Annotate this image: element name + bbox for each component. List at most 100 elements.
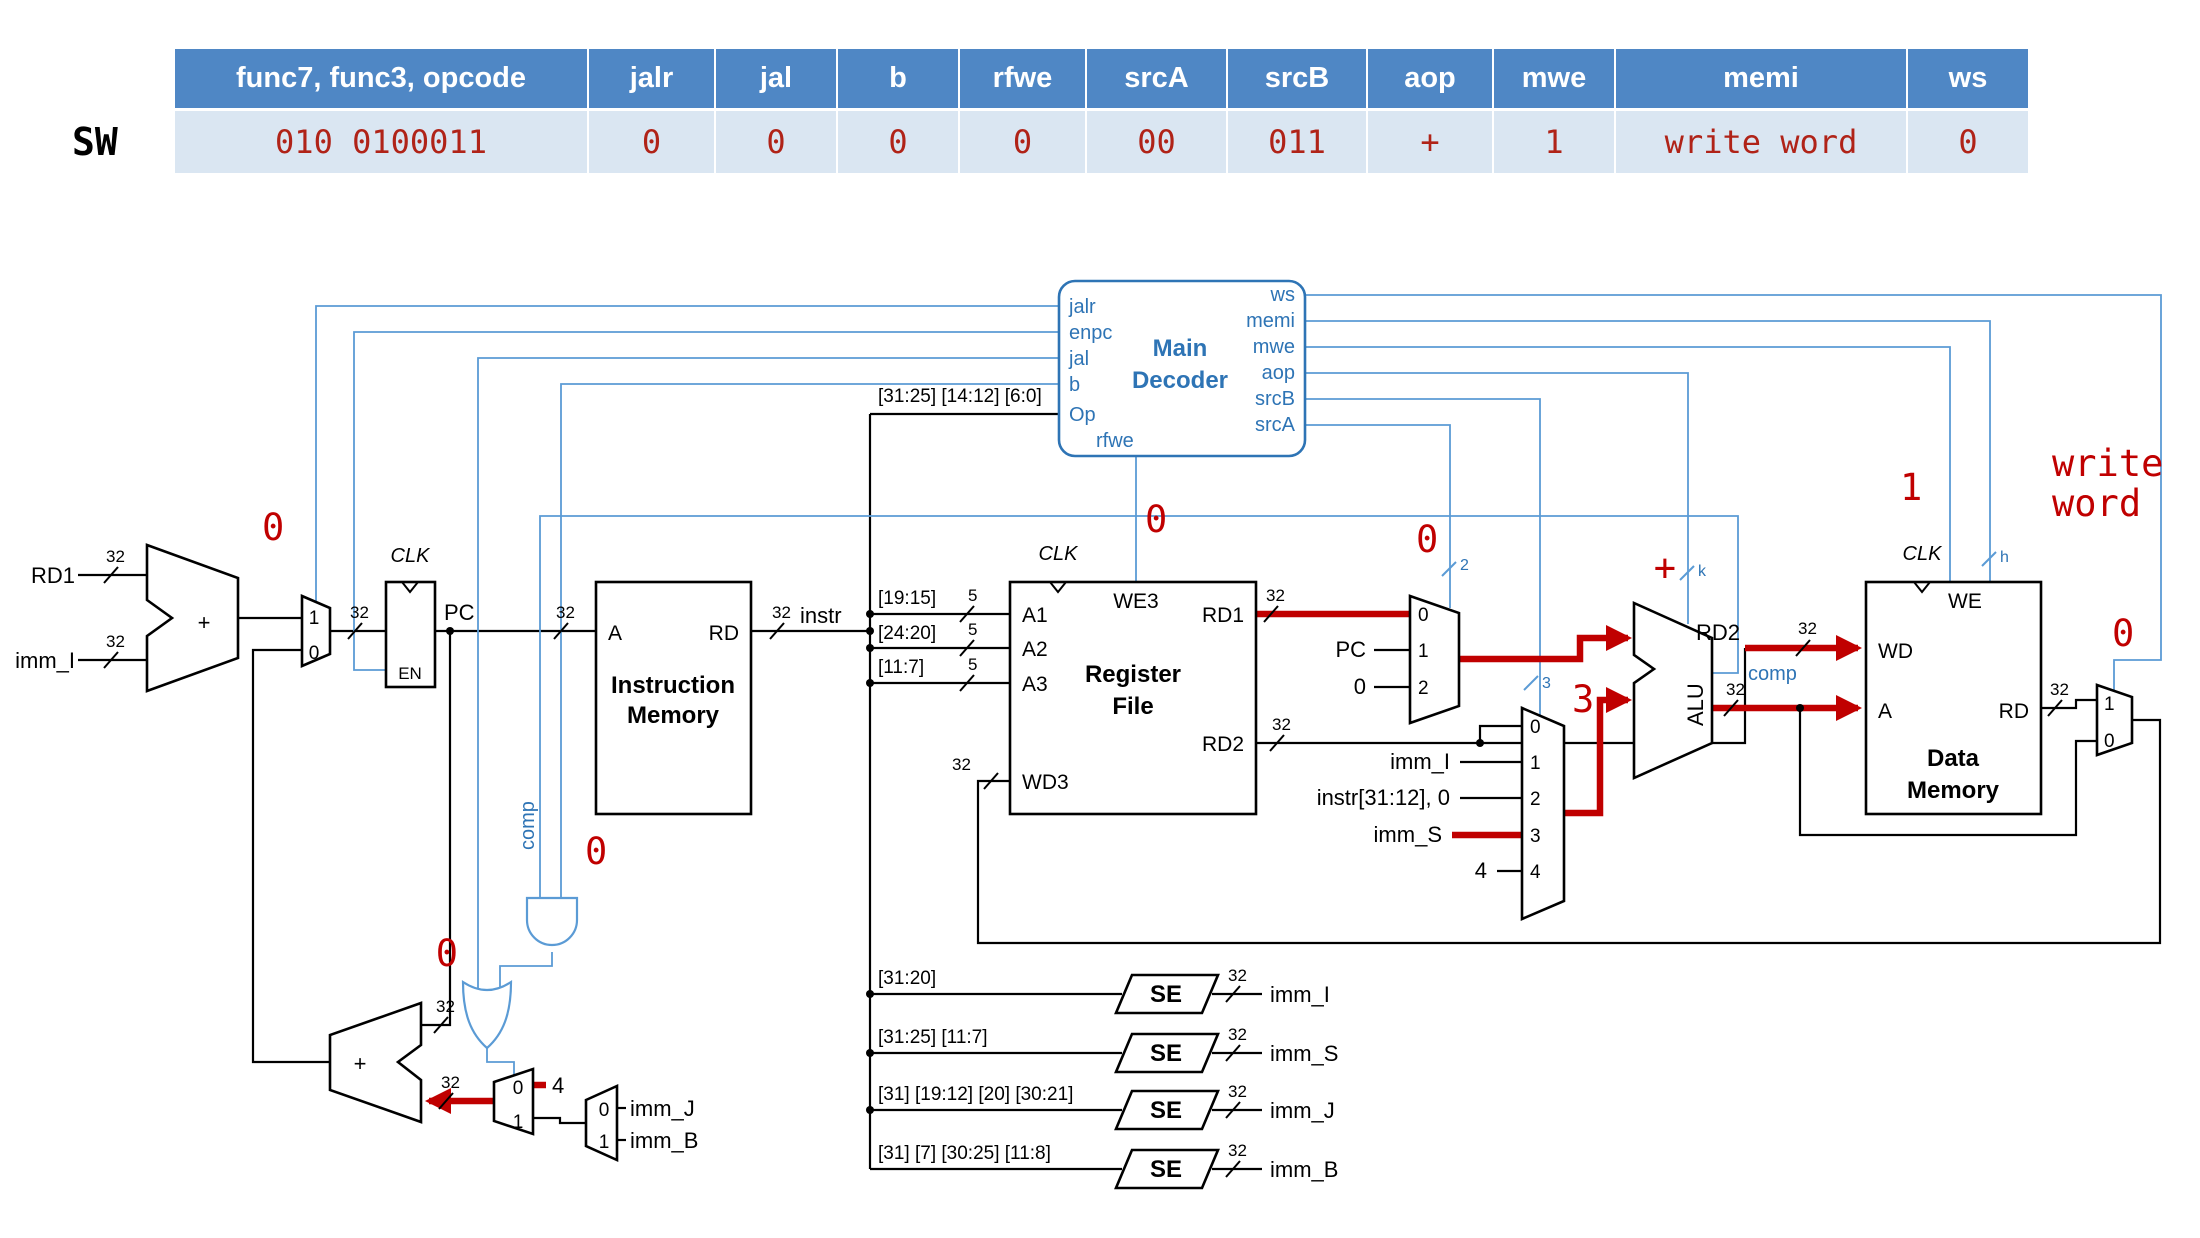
- mux-port-1: 1: [1418, 641, 1429, 662]
- sign-extend-j: [1114, 1089, 1220, 1131]
- a2-slice-label: [24:20]: [878, 623, 936, 644]
- and-gate: [525, 896, 579, 947]
- rf-title: Register: [1085, 661, 1181, 688]
- dmem-we-port: WE: [1948, 590, 1982, 613]
- srcb-mux: [1520, 706, 1566, 921]
- srcb-imms-label: imm_S: [1374, 822, 1442, 847]
- se-label: SE: [1150, 981, 1182, 1008]
- ctrl-ws: [1305, 294, 2162, 691]
- bus-width-marker: [1795, 639, 1811, 657]
- ctrl-jal: [477, 357, 1059, 990]
- op-slice-label: [31:25] [14:12] [6:0]: [878, 386, 1042, 407]
- mux-port-1: 1: [1530, 753, 1541, 774]
- table-value-cell: 00: [1087, 111, 1228, 173]
- comp-wire-label: comp: [517, 801, 539, 850]
- bus-width-marker: [347, 622, 363, 640]
- table-value-cell: 0: [1908, 111, 2030, 173]
- bus-width-32: 32: [1228, 1025, 1247, 1044]
- immj-output-label: imm_J: [1270, 1098, 1335, 1123]
- table-value-cell: 011: [1228, 111, 1368, 173]
- writeback-mux: [2095, 683, 2134, 757]
- sign-extend-i: [1114, 973, 1220, 1015]
- junction-dot: [1476, 739, 1484, 747]
- bus-width-32: 32: [1228, 966, 1247, 985]
- table-header-cell: aop: [1368, 49, 1494, 111]
- ctrl-aop: [1305, 372, 1689, 624]
- control-signal-table: func7, func3, opcode jalr jal b rfwe src…: [175, 49, 2030, 173]
- immb-output-label: imm_B: [1270, 1157, 1338, 1182]
- main-decoder-block: [1057, 279, 1307, 458]
- bus-width-marker: [438, 1092, 454, 1110]
- bus-width-marker: [959, 605, 975, 623]
- ctrl-b: [560, 383, 1059, 898]
- table-value-cell: write word: [1616, 111, 1908, 173]
- rf-a3-port: A3: [1022, 673, 1048, 696]
- decoder-pin-rfwe: rfwe: [1096, 430, 1134, 452]
- bus-width-marker: [1225, 1160, 1241, 1178]
- bus-width-32: 32: [106, 632, 125, 651]
- clock-edge-icon: [1913, 581, 1931, 594]
- table-value-cell: 0: [838, 111, 960, 173]
- rf-we3-port: WE3: [1113, 590, 1159, 613]
- dmem-a-port: A: [1878, 700, 1892, 723]
- control-width-marker: [1679, 565, 1695, 581]
- immj-slice-label: [31] [19:12] [20] [30:21]: [878, 1084, 1073, 1105]
- decoder-pin-mwe: mwe: [1253, 336, 1295, 358]
- bus-width-32: 32: [2050, 680, 2069, 699]
- imem-a-port: A: [608, 622, 622, 645]
- decoder-pin-ws: ws: [1270, 284, 1295, 306]
- instr-wire-label: instr: [800, 603, 842, 628]
- bus-width-32: 32: [441, 1073, 460, 1092]
- decoder-title: Main: [1153, 335, 1208, 362]
- se-label: SE: [1150, 1097, 1182, 1124]
- table-value-cell: 0: [960, 111, 1087, 173]
- control-width-h: h: [2000, 549, 2009, 566]
- bus-width-5: 5: [968, 655, 977, 674]
- jalr-target-adder: [145, 543, 240, 693]
- srca-mux: [1408, 594, 1461, 725]
- bus-width-marker: [1263, 605, 1279, 623]
- mux-port-2: 2: [1530, 789, 1541, 810]
- srcb-four-label: 4: [1475, 858, 1487, 883]
- annotation-srca-value: 0: [1416, 518, 1438, 561]
- se-label: SE: [1150, 1156, 1182, 1183]
- rf-title: File: [1112, 693, 1153, 720]
- bus-width-32: 32: [1228, 1082, 1247, 1101]
- junction-dot: [866, 610, 874, 618]
- srcb-immi-label: imm_I: [1390, 749, 1450, 774]
- table-header-cell: memi: [1616, 49, 1908, 111]
- ctrl-comp: [539, 515, 1739, 898]
- alu-block: [1632, 600, 1714, 781]
- rf-a2-port: A2: [1022, 638, 1048, 661]
- junction-dot: [446, 627, 454, 635]
- bus-width-32: 32: [556, 603, 575, 622]
- pc-wire-label: PC: [444, 600, 475, 625]
- decoder-pin-b: b: [1069, 374, 1080, 396]
- bus-width-marker: [553, 622, 569, 640]
- dmem-wd-port: WD: [1878, 640, 1913, 663]
- bus-width-32: 32: [1272, 715, 1291, 734]
- ctrl-jalr: [315, 305, 1059, 602]
- annotation-rfwe-value: 0: [1145, 498, 1167, 541]
- junction-dot: [866, 627, 874, 635]
- immi-input-label: imm_I: [15, 648, 75, 673]
- bus-width-32: 32: [1266, 586, 1285, 605]
- se-label: SE: [1150, 1040, 1182, 1067]
- immb-slice-label: [31] [7] [30:25] [11:8]: [878, 1143, 1051, 1164]
- a3-slice-label: [11:7]: [878, 657, 924, 678]
- control-width-marker: [1981, 551, 1997, 567]
- ctrl-mwe: [1305, 346, 1951, 582]
- table-header-cell: rfwe: [960, 49, 1087, 111]
- dmem-clk-label: CLK: [1903, 543, 1944, 565]
- pc-increment-adder: [328, 1001, 423, 1124]
- table-header-cell: b: [838, 49, 960, 111]
- junction-dot: [866, 679, 874, 687]
- mux-port-1: 1: [513, 1112, 524, 1133]
- bus-width-marker: [103, 566, 119, 584]
- ctrl-memi: [1305, 320, 1991, 582]
- rd2-wire-label: RD2: [1696, 620, 1740, 645]
- mux-port-1: 1: [2104, 694, 2115, 715]
- clock-edge-icon: [401, 581, 419, 594]
- srca-pc-input-label: PC: [1335, 637, 1366, 662]
- decoder-pin-op: Op: [1069, 404, 1096, 426]
